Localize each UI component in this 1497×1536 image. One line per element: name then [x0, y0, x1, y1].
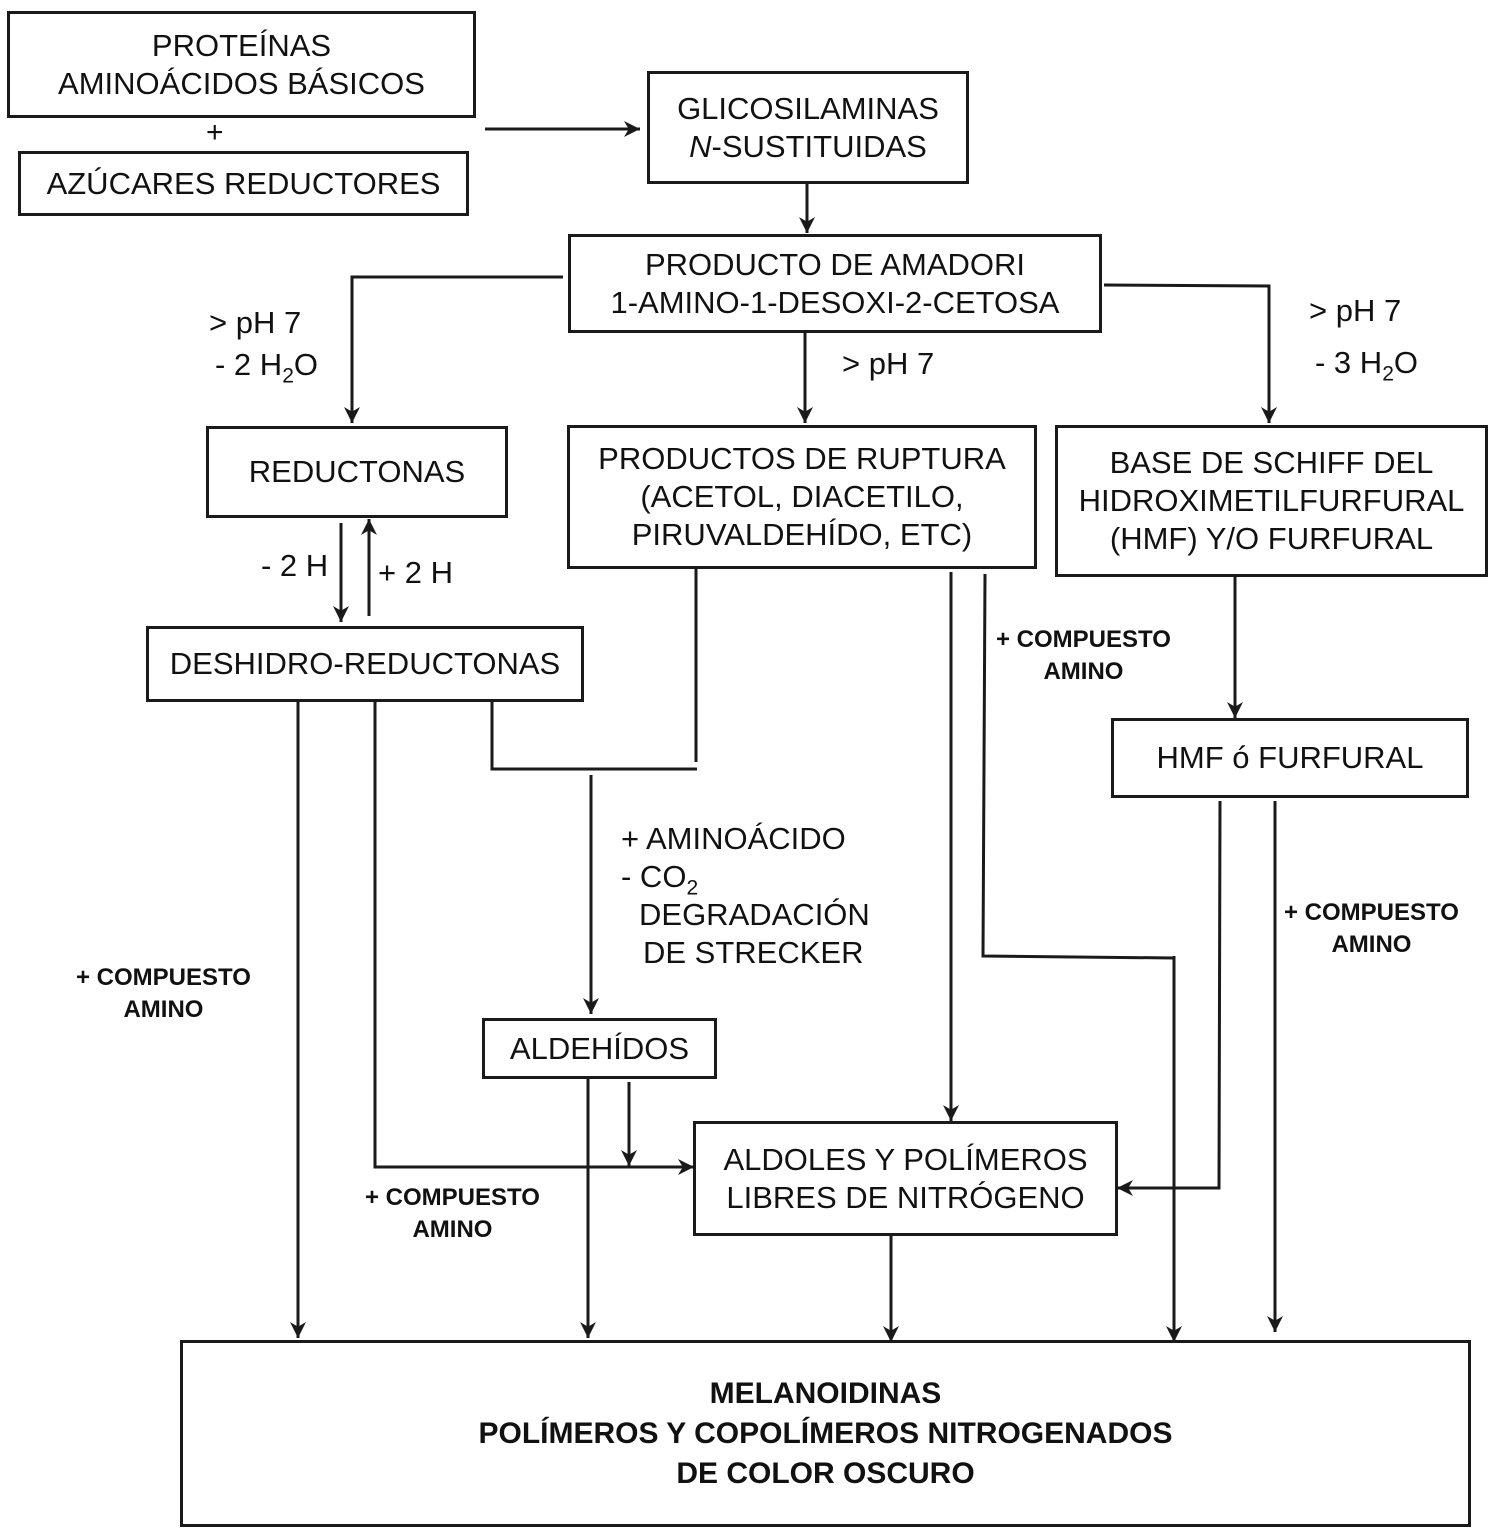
label-amino-right: + COMPUESTO AMINO [1284, 897, 1459, 961]
box-amadori-line: 1-AMINO-1-DESOXI-2-CETOSA [610, 284, 1060, 320]
box-melanoidinas-line: POLÍMEROS Y COPOLÍMEROS NITROGENADOS [478, 1416, 1173, 1450]
box-hmf: HMF ó FURFURAL [1111, 718, 1469, 798]
box-melanoidinas-line: MELANOIDINAS [709, 1376, 942, 1410]
box-amadori-line: PRODUCTO DE AMADORI [644, 246, 1026, 282]
amino-label-line: + COMPUESTO [996, 626, 1171, 653]
box-melanoidinas-line: DE COLOR OSCURO [676, 1456, 975, 1490]
box-amadori: PRODUCTO DE AMADORI 1-AMINO-1-DESOXI-2-C… [568, 234, 1102, 333]
label-right-ph-line1: > pH 7 [1309, 293, 1402, 328]
left-ph-subscript: 2 [282, 364, 294, 388]
left-ph-text: O [293, 347, 319, 382]
box-hmf-line: HMF ó FURFURAL [1156, 740, 1424, 775]
box-azucares-line: AZÚCARES REDUCTORES [46, 165, 441, 201]
label-right-ph-line2: - 3 H2O [1309, 337, 1418, 389]
label-minus-2h: - 2 H [261, 548, 329, 583]
box-aldehidos-line: ALDEHÍDOS [509, 1030, 690, 1066]
amino-label-line: AMINO [123, 996, 204, 1023]
amino-label-line: AMINO [412, 1216, 493, 1243]
right-ph-text: O [1393, 345, 1419, 380]
label-amino-middle: + COMPUESTO AMINO [365, 1182, 540, 1246]
arrow-ruptura-to-melanoidinas [981, 573, 1174, 960]
box-ruptura-line: PIRUVALDEHÍDO, ETC) [631, 517, 973, 552]
strecker-co-subscript: 2 [686, 876, 699, 900]
right-ph-subscript: 2 [1382, 362, 1394, 386]
label-left-ph-line1: > pH 7 [209, 305, 302, 340]
box-schiff-line: (HMF) Y/O FURFURAL [1109, 521, 1434, 556]
strecker-line2: - CO2 [621, 858, 870, 900]
box-deshidro-line: DESHIDRO-REDUCTONAS [169, 646, 561, 681]
amino-label-line: AMINO [1331, 931, 1412, 958]
box-reductonas-line: REDUCTONAS [248, 454, 466, 489]
box-aldoles-line: ALDOLES Y POLÍMEROS [723, 1141, 1088, 1177]
box-ruptura-line: (ACETOL, DIACETILO, [640, 479, 964, 514]
box-proteinas: PROTEÍNAS AMINOÁCIDOS BÁSICOS [7, 11, 476, 118]
amino-label-line: + COMPUESTO [76, 964, 251, 991]
box-melanoidinas: MELANOIDINAS POLÍMEROS Y COPOLÍMEROS NIT… [180, 1340, 1471, 1527]
amino-label-line: + COMPUESTO [365, 1184, 540, 1211]
arrow-hmf-to-aldoles [1117, 800, 1222, 1196]
box-glicosilaminas-line: GLICOSILAMINAS [677, 90, 939, 126]
box-schiff-line: BASE DE SCHIFF DEL [1109, 445, 1434, 480]
sustituidas-text: -SUSTITUIDAS [711, 128, 927, 164]
box-glicosilaminas-line: N-SUSTITUIDAS [689, 128, 927, 166]
left-ph-text: - 2 H [215, 347, 283, 382]
label-left-ph-line2: - 2 H2O [209, 344, 318, 386]
right-ph-text: - 3 H [1315, 345, 1383, 380]
amino-label-line: + COMPUESTO [1284, 899, 1459, 926]
box-aldehidos: ALDEHÍDOS [482, 1018, 717, 1079]
label-center-ph: > pH 7 [842, 346, 935, 381]
label-plus-2h: + 2 H [378, 555, 453, 590]
box-ruptura: PRODUCTOS DE RUPTURA (ACETOL, DIACETILO,… [567, 425, 1037, 569]
box-schiff: BASE DE SCHIFF DEL HIDROXIMETILFURFURAL … [1055, 425, 1488, 577]
box-aldoles-line: LIBRES DE NITRÓGENO [726, 1179, 1085, 1215]
strecker-line4: DE STRECKER [643, 935, 864, 970]
label-strecker: + AMINOÁCIDO - CO2 DEGRADACIÓN DE STRECK… [621, 820, 870, 972]
box-schiff-line: HIDROXIMETILFURFURAL [1078, 483, 1465, 518]
box-proteinas-line: PROTEÍNAS [151, 27, 332, 63]
strecker-line3: DEGRADACIÓN [639, 897, 870, 932]
box-proteinas-line: AMINOÁCIDOS BÁSICOS [58, 65, 425, 101]
label-amino-ruptura: + COMPUESTO AMINO [996, 624, 1171, 688]
box-deshidro-reductonas: DESHIDRO-REDUCTONAS [146, 626, 584, 702]
amino-label-line: AMINO [1043, 658, 1124, 685]
label-amino-left: + COMPUESTO AMINO [76, 962, 251, 1026]
box-azucares: AZÚCARES REDUCTORES [18, 151, 469, 216]
label-left-ph: > pH 7 - 2 H2O [209, 302, 318, 386]
n-prefix: N [689, 128, 712, 164]
arrow-amadori-to-schiff [1103, 283, 1277, 423]
plus-sign: + [206, 116, 224, 149]
arrow-amadori-to-reductonas [344, 275, 563, 423]
box-aldoles: ALDOLES Y POLÍMEROS LIBRES DE NITRÓGENO [693, 1121, 1118, 1236]
strecker-co-text: - CO [621, 859, 687, 894]
label-right-ph: > pH 7 - 3 H2O [1309, 285, 1418, 389]
box-glicosilaminas: GLICOSILAMINAS N-SUSTITUIDAS [647, 71, 969, 184]
box-ruptura-line: PRODUCTOS DE RUPTURA [598, 441, 1006, 476]
strecker-line1: + AMINOÁCIDO [621, 821, 846, 856]
box-reductonas: REDUCTONAS [206, 426, 508, 518]
line-deshidro-to-strecker [490, 702, 697, 771]
